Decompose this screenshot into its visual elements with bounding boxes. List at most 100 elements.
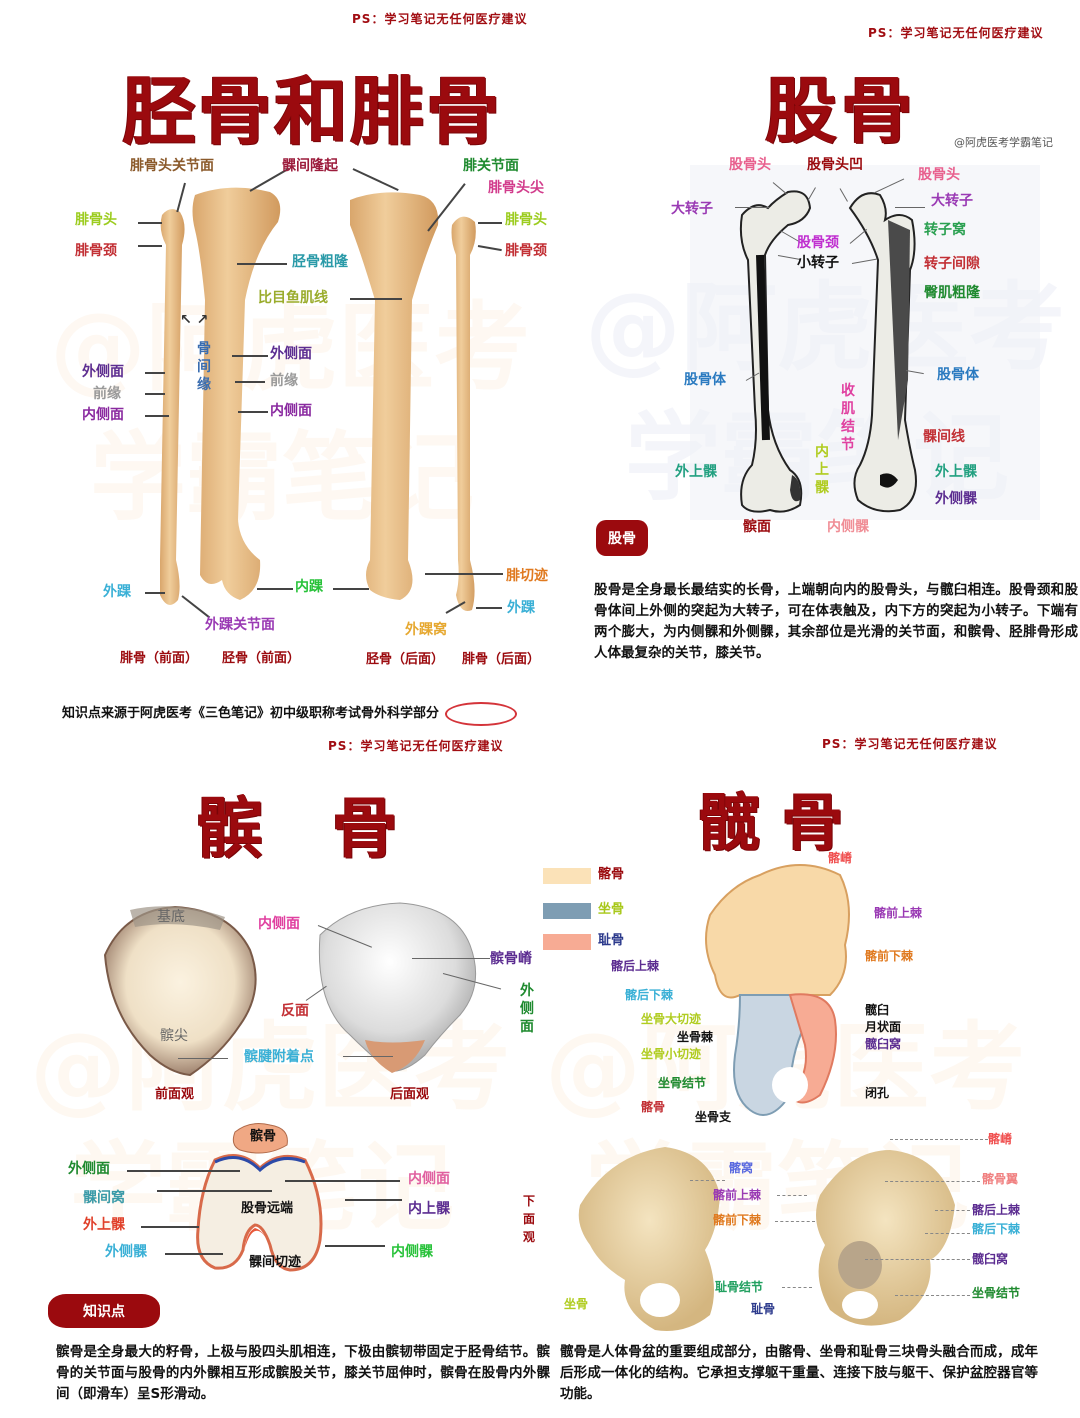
label-patellar-ridge: 髌骨嵴 xyxy=(490,951,532,967)
photo-label-aiis: 髂前下棘 xyxy=(713,1213,762,1227)
disclaimer-text: PS：学习笔记无任何医疗建议 xyxy=(822,737,998,751)
label-lateral-malleolar-fossa: 外踝窝 xyxy=(405,622,447,638)
photo-label-pubic-tubercle: 耻骨结节 xyxy=(715,1280,764,1294)
caption-anterior-view: 前面观 xyxy=(155,1087,195,1102)
label-piis: 髂后下棘 xyxy=(625,988,674,1002)
patella-description: 髌骨是全身最大的籽骨，上极与股四头肌相连，下极由髌韧带固定于胫骨结节。髌骨的关节… xyxy=(56,1344,550,1402)
photo-label-piis: 髂后下棘 xyxy=(972,1222,1021,1236)
leader-line xyxy=(232,355,268,357)
label-acetabular-fossa: 髋臼窝 xyxy=(865,1037,902,1051)
page-title: 胫骨和腓骨 xyxy=(122,69,502,155)
tibia-fibula-illustration xyxy=(160,187,476,611)
label-lateral-malleolus-right: 外踝 xyxy=(507,600,535,616)
label-knee-medial-surface: 内侧面 xyxy=(408,1171,450,1187)
label-psis: 髂后上棘 xyxy=(611,959,660,973)
label-gluteal-tuberosity: 臀肌粗隆 xyxy=(924,285,980,301)
photo-label-asis: 髂前上棘 xyxy=(713,1188,762,1202)
leader-line xyxy=(141,1226,199,1228)
label-medial-surface-left: 内侧面 xyxy=(82,407,124,423)
caption-tibia-front: 胫骨（前面） xyxy=(222,651,301,666)
leader-line xyxy=(412,958,490,959)
leader-line xyxy=(238,411,268,413)
leader-line xyxy=(690,1180,725,1181)
photo-label-iliac-crest: 髂嵴 xyxy=(988,1132,1013,1146)
label-lateral-surface: 外侧面 xyxy=(520,983,534,1035)
label-knee-patella: 髌骨 xyxy=(250,1129,277,1144)
label-shaft-left: 股骨体 xyxy=(684,372,726,388)
label-ischial-tuberosity: 坐骨结节 xyxy=(658,1076,707,1090)
femur-description: 股骨是全身最长最结实的长骨，上端朝向内的股骨头，与髋臼相连。股骨颈和股骨体间上外… xyxy=(594,582,1078,661)
leader-line xyxy=(333,588,369,590)
label-intercondylar-line: 髁间线 xyxy=(923,429,965,445)
label-lateral-surface-mid: 外侧面 xyxy=(270,346,312,362)
label-reverse-surface: 反面 xyxy=(281,1003,309,1019)
label-femoral-head-right: 股骨头 xyxy=(918,167,960,183)
leader-line xyxy=(178,1058,228,1059)
leader-line xyxy=(865,1259,970,1260)
leader-line xyxy=(935,1210,970,1211)
label-fibular-neck-left: 腓骨颈 xyxy=(75,243,117,259)
label-knee-intercondylar-notch: 髁间切迹 xyxy=(249,1255,302,1270)
label-knee-lateral-condyle: 外侧髁 xyxy=(105,1244,147,1260)
label-fibular-head-right: 腓骨头 xyxy=(505,212,547,228)
label-greater-sciatic-notch: 坐骨大切迹 xyxy=(641,1012,702,1026)
leader-line xyxy=(476,607,502,609)
label-fibular-head-left: 腓骨头 xyxy=(75,212,117,228)
photo-label-ischium: 坐骨 xyxy=(564,1297,589,1311)
label-intertrochanteric: 转子间隙 xyxy=(924,256,980,272)
leader-line xyxy=(157,1190,272,1192)
leader-line xyxy=(138,222,162,224)
label-lateral-malleolus-articular: 外踝关节面 xyxy=(205,617,275,633)
label-adductor-tubercle: 收肌结节 xyxy=(841,383,855,453)
label-fibular-neck-right: 腓骨颈 xyxy=(505,243,547,259)
caption-tibia-back: 胫骨（后面） xyxy=(366,652,445,667)
label-lesser-trochanter: 小转子 xyxy=(797,255,839,271)
leader-line xyxy=(478,222,502,224)
photo-label-ischial-tuberosity: 坐骨结节 xyxy=(972,1286,1021,1300)
leader-line xyxy=(145,592,165,594)
legend-swatch-ischium xyxy=(543,903,591,919)
leader-line xyxy=(127,1170,240,1172)
label-lateral-condyle: 外侧髁 xyxy=(935,491,977,507)
credit-text: @阿虎医考学霸笔记 xyxy=(954,136,1053,149)
photo-label-pubis: 耻骨 xyxy=(751,1302,776,1316)
hip-photo-illustrations xyxy=(578,1147,955,1331)
leader-line xyxy=(138,245,162,247)
label-femoral-neck: 股骨颈 xyxy=(797,235,839,251)
label-shaft-right: 股骨体 xyxy=(937,367,979,383)
caption-posterior-view: 后面观 xyxy=(390,1087,430,1102)
label-inferior-view: 下面观 xyxy=(522,1194,535,1244)
label-lateral-surface-left: 外侧面 xyxy=(82,364,124,380)
leader-line xyxy=(237,263,287,265)
legend-label-ilium: 髂骨 xyxy=(598,867,625,882)
disclaimer-text: PS：学习笔记无任何医疗建议 xyxy=(868,26,1044,40)
legend-swatch-pubis xyxy=(543,934,591,950)
caption-fibula-front: 腓骨（前面） xyxy=(120,651,199,666)
label-base: 基底 xyxy=(157,909,185,925)
label-iliac-crest: 髂嵴 xyxy=(828,851,853,865)
label-knee-distal-femur: 股骨远端 xyxy=(241,1201,294,1216)
label-fibular-head-apex: 腓骨头尖 xyxy=(488,180,544,196)
label-medial-malleolus: 内踝 xyxy=(295,579,323,595)
leader-line xyxy=(775,1221,815,1222)
leader-line xyxy=(782,1287,812,1288)
leader-line xyxy=(890,1139,988,1140)
leader-line xyxy=(885,1181,980,1182)
femur-illustration xyxy=(739,190,917,513)
photo-label-iliac-fossa: 髂窝 xyxy=(729,1161,754,1175)
label-lateral-malleolus-left: 外踝 xyxy=(103,584,131,600)
label-lunate-surface: 月状面 xyxy=(865,1020,902,1034)
label-fibular-notch: 腓切迹 xyxy=(506,568,548,584)
label-asis: 髂前上棘 xyxy=(874,906,923,920)
label-medial-surface-mid: 内侧面 xyxy=(270,403,312,419)
leader-line xyxy=(235,381,265,383)
label-soleal-line: 比目鱼肌线 xyxy=(258,290,328,306)
label-fibular-articular-surface: 腓关节面 xyxy=(463,158,519,174)
leader-line xyxy=(145,415,169,417)
label-ischial-ramus: 坐骨支 xyxy=(695,1110,732,1124)
patella-badge: 知识点 xyxy=(48,1294,160,1328)
distal-femur-illustration xyxy=(196,1123,323,1272)
leader-line xyxy=(345,1199,402,1201)
leader-line xyxy=(343,1056,393,1057)
label-knee-intercondylar-fossa: 髁间窝 xyxy=(83,1190,125,1206)
